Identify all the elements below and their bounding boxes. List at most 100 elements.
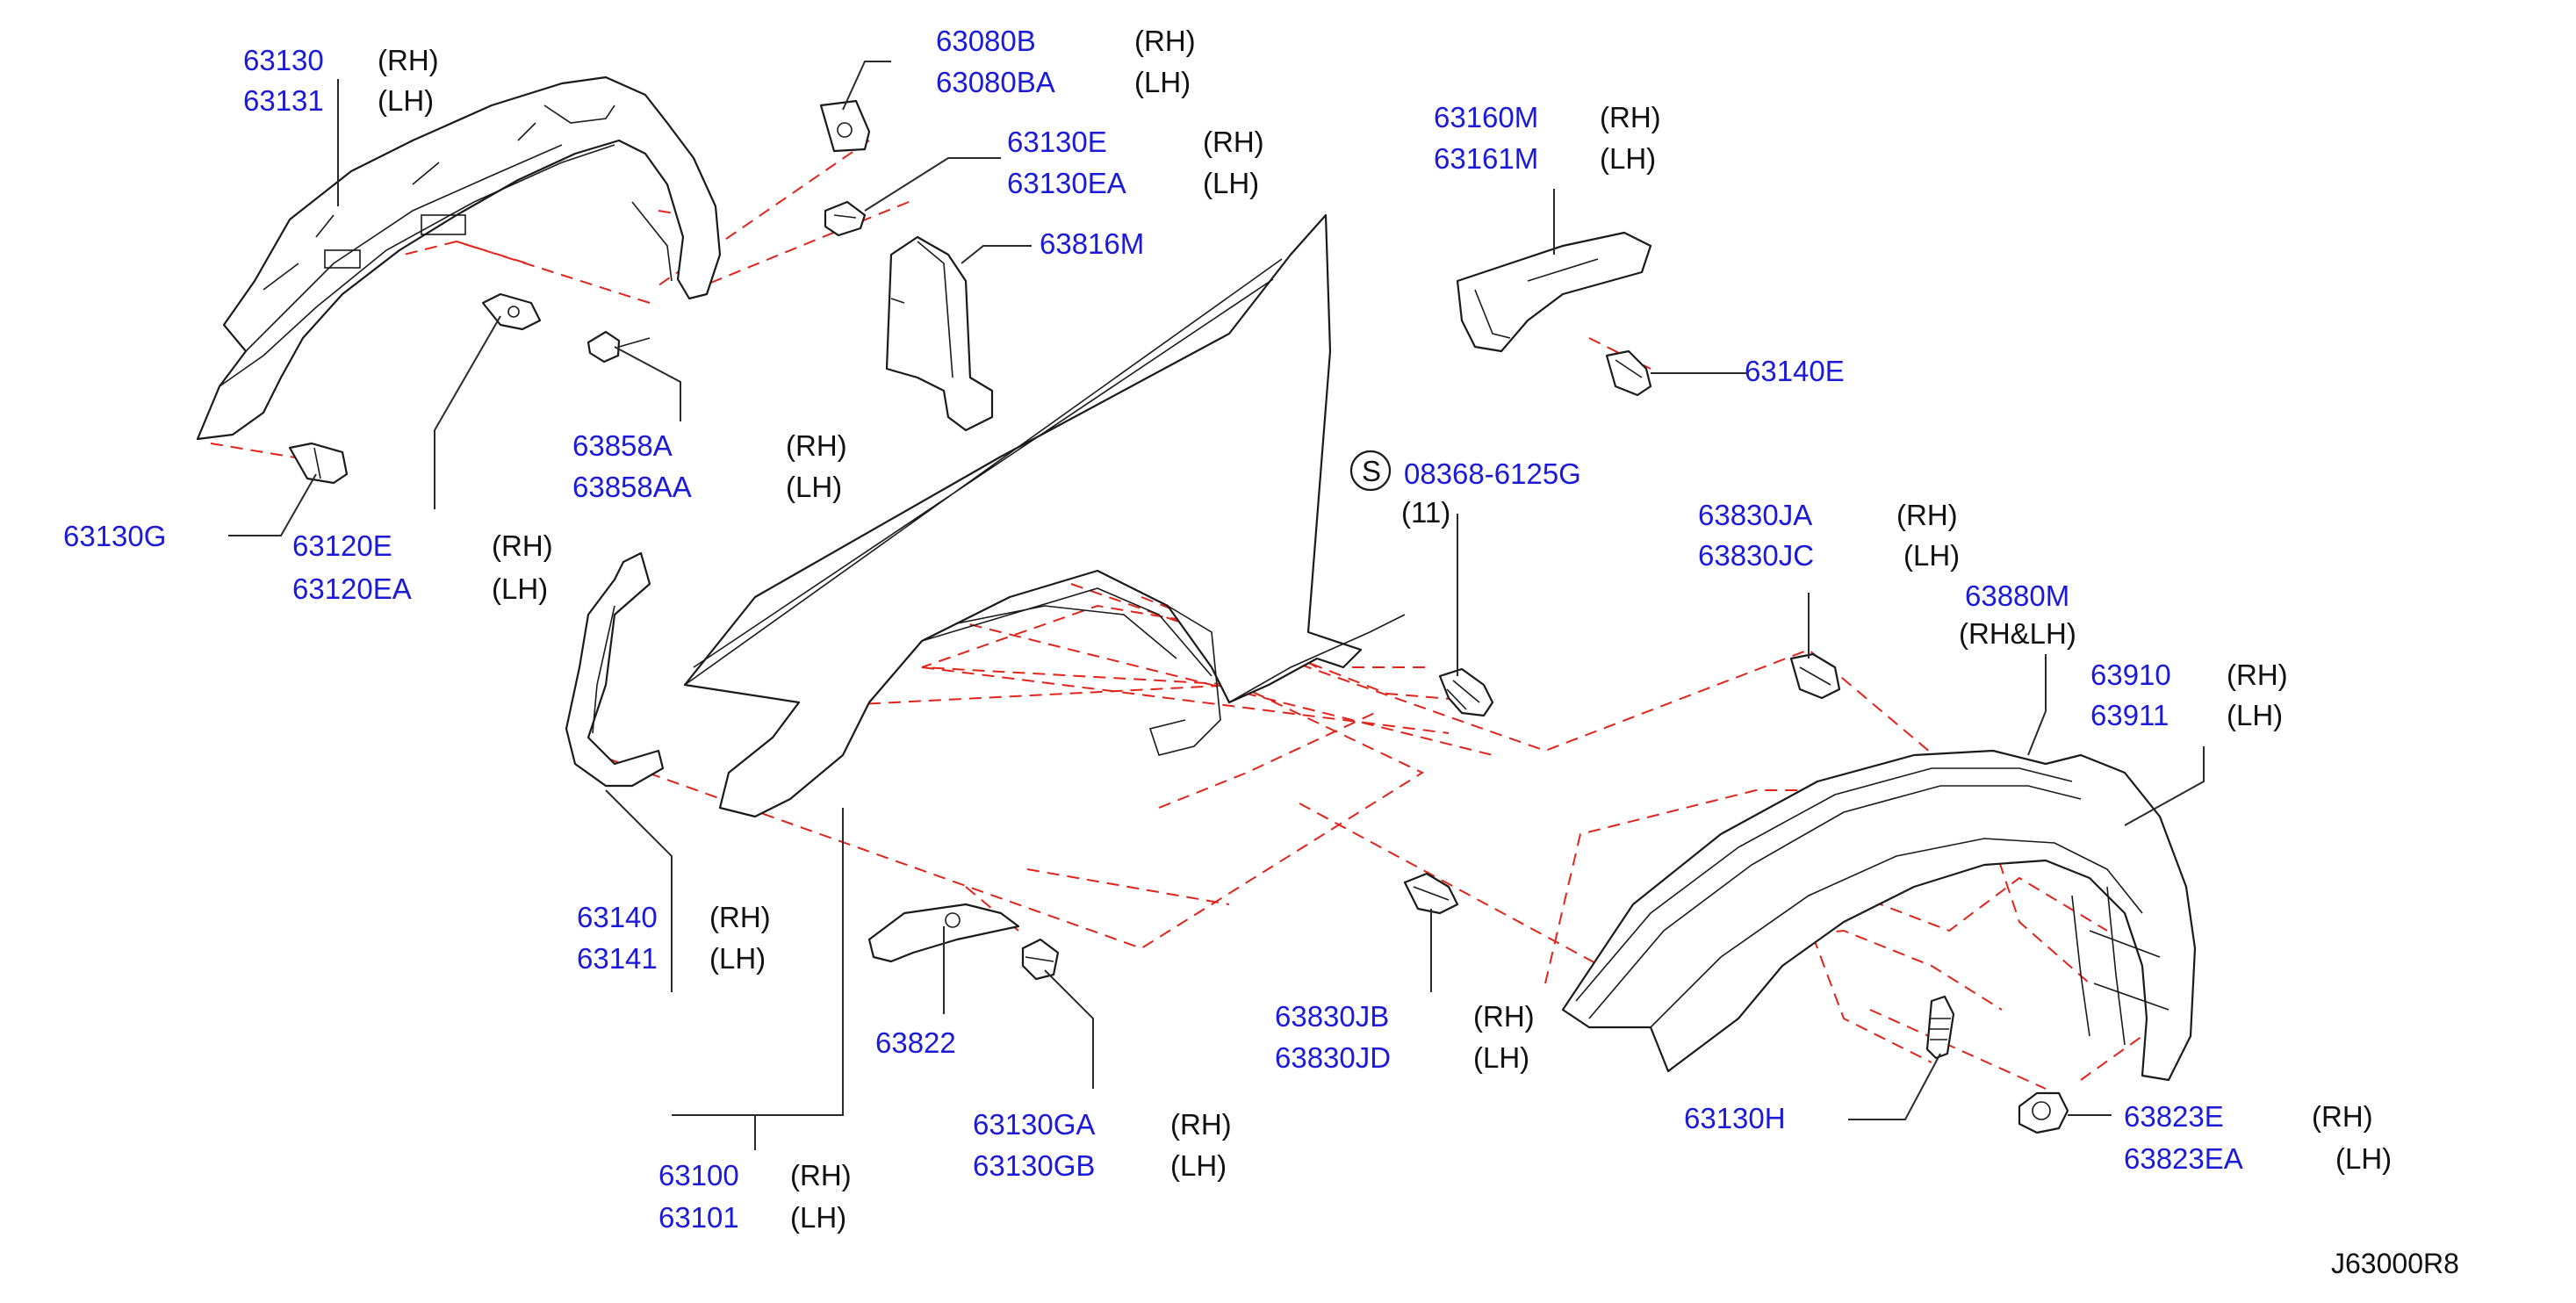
part-number-63130ea[interactable]: 63130EA xyxy=(1007,167,1126,199)
callout-63130ga: 63130GA (RH) 63130GB (LH) xyxy=(973,1108,1232,1182)
part-number-63858a[interactable]: 63858A xyxy=(572,429,673,462)
side-label: (LH) xyxy=(786,471,842,503)
side-label: (RH) xyxy=(492,529,553,562)
side-label: (LH) xyxy=(1903,539,1960,572)
callout-63160m: 63160M (RH) 63161M (LH) xyxy=(1434,101,1661,175)
part-number-63130gb[interactable]: 63130GB xyxy=(973,1149,1095,1182)
leader-lines xyxy=(228,61,2205,1150)
callout-63130g: 63130G xyxy=(63,520,166,552)
part-number-63858aa[interactable]: 63858AA xyxy=(572,471,692,503)
front-fender-illustration xyxy=(683,213,1406,818)
clip-63140e-illustration xyxy=(1605,349,1652,397)
side-label: (RH) xyxy=(378,44,439,76)
part-number-63823ea[interactable]: 63823EA xyxy=(2124,1142,2243,1175)
quantity-label: (11) xyxy=(1401,496,1450,529)
bolt-63858a-illustration xyxy=(586,330,651,364)
side-label: (RH) xyxy=(1203,126,1264,158)
part-number-63830jb[interactable]: 63830JB xyxy=(1275,1000,1389,1033)
diagram-reference-code: J63000R8 xyxy=(2331,1248,2459,1279)
callout-63130h: 63130H xyxy=(1684,1102,1786,1134)
side-label: (LH) xyxy=(1170,1149,1227,1182)
part-number-63080b[interactable]: 63080B xyxy=(936,25,1036,57)
part-number-63140[interactable]: 63140 xyxy=(577,901,658,933)
part-number-63816m[interactable]: 63816M xyxy=(1040,227,1144,260)
side-label: (RH) xyxy=(2312,1100,2373,1133)
fender-protector-upper-illustration xyxy=(196,76,722,441)
callout-63880m: 63880M (RH&LH) xyxy=(1959,580,2076,650)
part-number-63160m[interactable]: 63160M xyxy=(1434,101,1538,133)
callout-63816m: 63816M xyxy=(1040,227,1144,260)
fender-protector-lower-illustration xyxy=(1561,749,2197,1082)
side-label: (RH) xyxy=(786,429,847,462)
clip-63823e-illustration xyxy=(2018,1091,2069,1134)
part-number-63130h[interactable]: 63130H xyxy=(1684,1102,1786,1134)
part-number-63911[interactable]: 63911 xyxy=(2090,699,2169,731)
side-label: (RH) xyxy=(1134,25,1196,57)
part-number-63130[interactable]: 63130 xyxy=(243,44,324,76)
part-number-63100[interactable]: 63100 xyxy=(658,1159,739,1191)
side-label: (LH) xyxy=(2227,699,2283,731)
part-number-63830ja[interactable]: 63830JA xyxy=(1698,499,1812,531)
side-label: (LH) xyxy=(1600,142,1656,175)
callout-63080b: 63080B (RH) 63080BA (LH) xyxy=(936,25,1196,98)
callout-63130: 63130 (RH) 63131 (LH) xyxy=(243,44,439,117)
part-number-63120e[interactable]: 63120E xyxy=(292,529,392,562)
part-number-63880m[interactable]: 63880M xyxy=(1965,580,2069,612)
part-number-63141[interactable]: 63141 xyxy=(577,942,658,975)
side-label: (RH) xyxy=(709,901,771,933)
part-number-63131[interactable]: 63131 xyxy=(243,84,324,117)
clip-63830jb-illustration xyxy=(1403,872,1459,915)
side-label: (LH) xyxy=(492,572,548,605)
part-number-63101[interactable]: 63101 xyxy=(658,1201,739,1234)
clip-63130ga-illustration xyxy=(1021,938,1060,981)
part-number-63910[interactable]: 63910 xyxy=(2090,659,2171,691)
callout-63100: 63100 (RH) 63101 (LH) xyxy=(658,1159,852,1234)
part-number-63140e[interactable]: 63140E xyxy=(1745,355,1845,387)
side-label: (RH) xyxy=(1170,1108,1232,1141)
side-label: (LH) xyxy=(709,942,766,975)
callout-63822: 63822 xyxy=(875,1026,956,1059)
callout-63823e: 63823E (RH) 63823EA (LH) xyxy=(2124,1100,2392,1175)
side-label: (RH) xyxy=(1600,101,1661,133)
clip-63130e-illustration xyxy=(824,200,867,237)
callout-63140e: 63140E xyxy=(1745,355,1845,387)
side-label: (LH) xyxy=(378,84,434,117)
callout-63140: 63140 (RH) 63141 (LH) xyxy=(577,901,771,975)
standard-part-symbol: S xyxy=(1362,455,1381,487)
part-number-63830jd[interactable]: 63830JD xyxy=(1275,1041,1391,1074)
callout-63830ja: 63830JA (RH) 63830JC (LH) xyxy=(1698,499,1960,572)
callout-63130e: 63130E (RH) 63130EA (LH) xyxy=(1007,126,1264,199)
callout-63120e: 63120E (RH) 63120EA (LH) xyxy=(292,529,553,605)
part-number-63120ea[interactable]: 63120EA xyxy=(292,572,412,605)
part-number-63130e[interactable]: 63130E xyxy=(1007,126,1107,158)
side-label: (RH) xyxy=(2227,659,2288,691)
side-label: (RH) xyxy=(1896,499,1958,531)
callout-63830jb: 63830JB (RH) 63830JD (LH) xyxy=(1275,1000,1535,1074)
seal-63816m-illustration xyxy=(885,235,994,432)
side-label: (LH) xyxy=(2335,1142,2392,1175)
part-number-63130ga[interactable]: 63130GA xyxy=(973,1108,1095,1141)
part-number-63822[interactable]: 63822 xyxy=(875,1026,956,1059)
bracket-63140-illustration xyxy=(565,551,665,788)
bracket-63120e-illustration xyxy=(481,292,542,331)
part-number-08368-6125g[interactable]: 08368-6125G xyxy=(1404,457,1581,490)
side-label: (LH) xyxy=(790,1201,846,1234)
screw-63130h-illustration xyxy=(1925,995,1955,1060)
callout-63858a: 63858A (RH) 63858AA (LH) xyxy=(572,429,847,503)
callout-63910: 63910 (RH) 63911 (LH) xyxy=(2090,659,2288,731)
part-number-63161m[interactable]: 63161M xyxy=(1434,142,1538,175)
part-number-63130g[interactable]: 63130G xyxy=(63,520,166,552)
side-label: (RH) xyxy=(1473,1000,1535,1033)
clip-63830ja-illustration xyxy=(1789,652,1841,700)
screw-08368-illustration xyxy=(1438,667,1494,717)
part-number-63830jc[interactable]: 63830JC xyxy=(1698,539,1814,572)
part-number-63823e[interactable]: 63823E xyxy=(2124,1100,2224,1133)
standard-part-symbol-icon xyxy=(1349,450,1392,492)
callout-08368-6125g: S 08368-6125G (11) xyxy=(1349,450,1581,529)
clip-63130g-illustration xyxy=(288,442,349,485)
part-number-63080ba[interactable]: 63080BA xyxy=(936,66,1055,98)
side-label: (LH) xyxy=(1203,167,1259,199)
side-label: (RH&LH) xyxy=(1959,617,2076,650)
clip-63080b-illustration xyxy=(819,99,871,153)
